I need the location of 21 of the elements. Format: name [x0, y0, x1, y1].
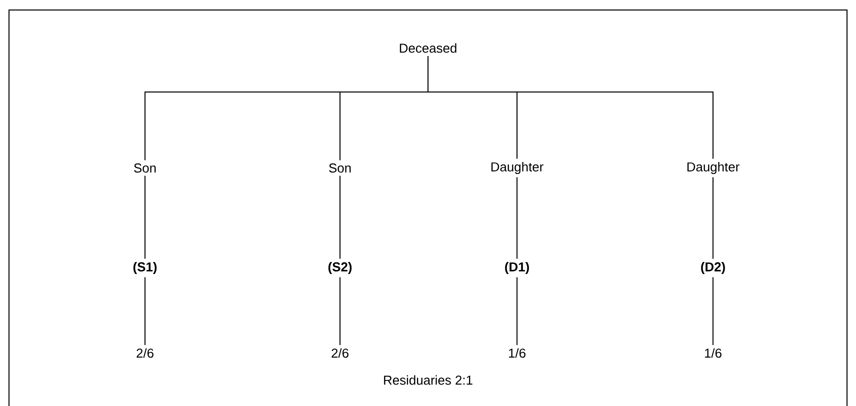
- id-label: (D1): [505, 262, 529, 274]
- connector-line: [516, 176, 518, 260]
- person-label: Son: [134, 163, 156, 173]
- connector-line: [516, 276, 518, 346]
- connector-line: [712, 176, 714, 260]
- connector-line: [428, 55, 714, 160]
- fraction-label: 1/6: [509, 348, 526, 358]
- note: Residuaries 2:1: [384, 375, 472, 385]
- connector-line: [144, 276, 146, 346]
- fraction-label: 2/6: [332, 348, 348, 358]
- connector-line: [144, 175, 146, 260]
- person-label: Daughter: [491, 162, 544, 174]
- id-label: (S2): [328, 262, 352, 274]
- id-label: (D2): [701, 262, 725, 274]
- fraction-label: 1/6: [705, 348, 722, 358]
- connector-line: [712, 276, 714, 346]
- person-label: Son: [329, 163, 351, 173]
- fraction-label: 2/6: [136, 348, 154, 358]
- person-label: Daughter: [687, 162, 740, 174]
- person-label: Deceased: [400, 43, 456, 53]
- id-label: (S1): [133, 262, 157, 274]
